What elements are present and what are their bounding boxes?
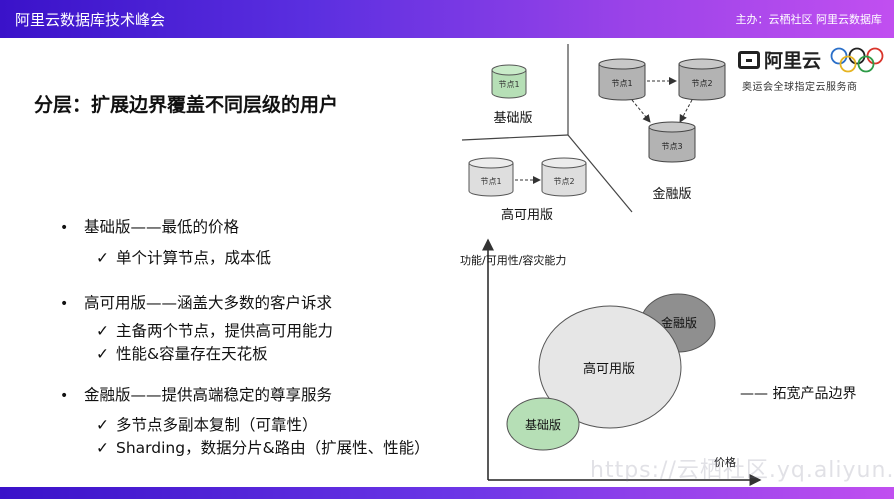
db-finance-node2-icon: 节点2	[678, 58, 726, 101]
bullet-basic: • 基础版——最低的价格	[60, 215, 239, 237]
watermark: https://云栖社区.yq.aliyun.com	[590, 458, 894, 483]
sub-text: 性能&容量存在天花板	[116, 345, 268, 363]
replication-arrow	[679, 99, 693, 123]
sub-text: 主备两个节点，提供高可用能力	[116, 322, 334, 340]
divider-line	[567, 134, 633, 213]
olympic-rings-icon	[830, 47, 884, 73]
db-finance-node3-icon: 节点3	[648, 121, 696, 163]
bullet-ha-sub-2: ✓ 性能&容量存在天花板	[96, 342, 268, 364]
db-ha-node1-icon: 节点1	[468, 157, 514, 197]
ha-edition-label: 高可用版	[501, 207, 553, 223]
sub-text: Sharding，数据分片&路由（扩展性、性能）	[116, 439, 430, 457]
node-label: 节点2	[691, 79, 712, 88]
db-basic-node1-icon: 节点1	[491, 64, 527, 99]
check-icon: ✓	[96, 439, 109, 457]
host-info: 主办：云栖社区 阿里云数据库	[735, 13, 883, 26]
boundary-label: —— 拓宽产品边界	[740, 385, 856, 402]
footer-bar	[0, 487, 894, 499]
check-icon: ✓	[96, 416, 109, 434]
replication-arrow	[631, 99, 651, 123]
bullet-ha: • 高可用版——涵盖大多数的客户诉求	[60, 291, 332, 313]
node-label: 节点3	[661, 142, 682, 151]
basic-bubble	[506, 397, 580, 451]
x-axis-label: 价格	[714, 455, 736, 469]
db-ha-node2-icon: 节点2	[541, 157, 587, 197]
db-finance-node1-icon: 节点1	[598, 58, 646, 101]
bullet-basic-sub-1: ✓ 单个计算节点，成本低	[96, 246, 271, 268]
divider-line	[461, 134, 569, 141]
bullet-ha-text: 高可用版——涵盖大多数的客户诉求	[84, 294, 333, 312]
y-axis-label: 功能/可用性/容灾能力	[460, 253, 566, 267]
finance-bubble-label: 金融版	[661, 315, 697, 330]
aliyun-logo: 阿里云 奥运会全球指定云服务商	[738, 44, 888, 96]
logo-brand-text: 阿里云	[764, 50, 822, 72]
page-title: 分层：扩展边界覆盖不同层级的用户	[34, 94, 339, 116]
node-label: 节点1	[611, 79, 632, 88]
check-icon: ✓	[96, 345, 109, 363]
sub-text: 多节点多副本复制（可靠性）	[116, 416, 318, 434]
finance-edition-label: 金融版	[652, 186, 691, 202]
header-bar: 阿里云数据库技术峰会 主办：云栖社区 阿里云数据库	[0, 0, 894, 38]
bullet-finance-sub-1: ✓ 多节点多副本复制（可靠性）	[96, 413, 318, 435]
bullet-basic-text: 基础版——最低的价格	[84, 218, 240, 236]
bullet-finance-text: 金融版——提供高端稳定的尊享服务	[84, 386, 333, 404]
basic-edition-label: 基础版	[493, 111, 532, 126]
logo-brand: 阿里云	[738, 46, 821, 73]
bullet-dot: •	[60, 220, 69, 236]
check-icon: ✓	[96, 249, 109, 267]
node-label: 节点1	[498, 80, 519, 89]
logo-tagline: 奥运会全球指定云服务商	[742, 82, 858, 93]
bullet-finance-sub-2: ✓ Sharding，数据分片&路由（扩展性、性能）	[96, 436, 430, 458]
node-label: 节点1	[480, 177, 501, 186]
ha-bubble-label: 高可用版	[583, 361, 635, 377]
node-label: 节点2	[553, 177, 574, 186]
bullet-finance: • 金融版——提供高端稳定的尊享服务	[60, 383, 332, 405]
bullet-dot: •	[60, 296, 69, 312]
bullet-dot: •	[60, 388, 69, 404]
check-icon: ✓	[96, 322, 109, 340]
aliyun-mark-icon	[738, 51, 760, 69]
bullet-ha-sub-1: ✓ 主备两个节点，提供高可用能力	[96, 319, 333, 341]
sub-text: 单个计算节点，成本低	[116, 249, 272, 267]
ha-bubble	[538, 305, 682, 429]
basic-bubble-label: 基础版	[525, 418, 561, 432]
event-title: 阿里云数据库技术峰会	[15, 11, 166, 29]
